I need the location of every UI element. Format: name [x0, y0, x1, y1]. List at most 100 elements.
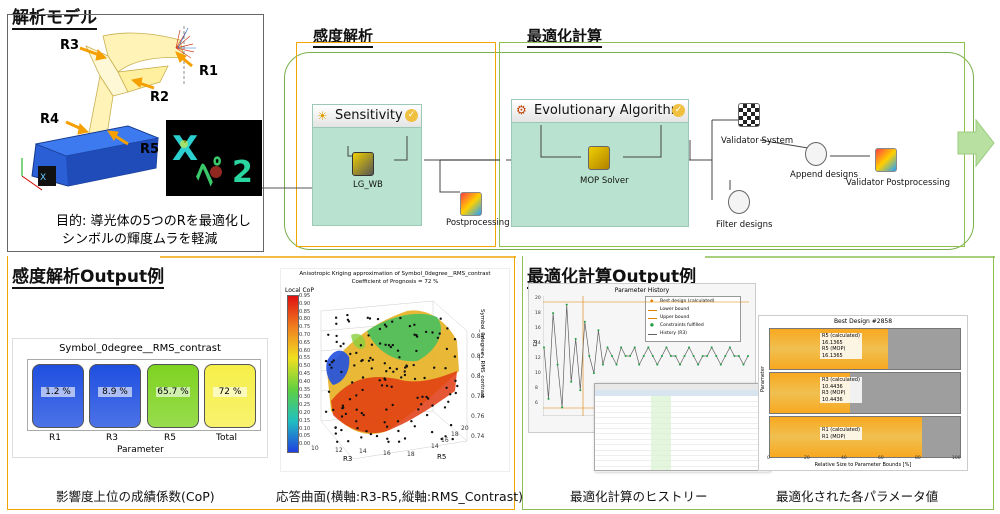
append-designs-node-icon[interactable]	[805, 142, 827, 166]
append-designs-label: Append designs	[790, 170, 858, 180]
scatter-point	[445, 386, 448, 389]
constraint-point	[679, 363, 681, 366]
best-design-label: R5 (MOP)	[822, 346, 846, 352]
history-title: Parameter History	[614, 287, 670, 294]
table-row	[595, 423, 769, 429]
analysis-model-panel	[7, 14, 264, 252]
postprocessing-node-icon[interactable]	[460, 192, 482, 216]
ea-inner-links	[540, 125, 662, 158]
surface-y-label: R5	[437, 453, 447, 461]
scatter-point	[386, 437, 389, 440]
scatter-point	[347, 440, 350, 443]
title-optimization: 最適化計算	[527, 27, 603, 48]
filter-designs-node-icon[interactable]	[728, 190, 750, 214]
scatter-point	[349, 352, 352, 356]
validator-system-node-icon[interactable]	[738, 103, 760, 127]
cop-bars: 1.2 % 8.9 % 65.7 % 72 %	[27, 359, 261, 431]
scatter-point	[369, 432, 373, 436]
scatter-point	[445, 347, 449, 351]
purpose-line-1: 目的: 導光体の5つのRを最適化し	[56, 214, 251, 229]
colorbar-tick: 0.30	[299, 394, 311, 401]
scatter-point	[355, 420, 358, 423]
legend-marker-icon: ●	[650, 323, 654, 328]
evolutionary-algorithm-container[interactable]: ⚙ Evolutionary Algorithm ✓	[511, 99, 689, 227]
scatter-point	[427, 397, 430, 400]
scatter-point	[353, 364, 356, 367]
cop-xtick: R5	[164, 433, 176, 443]
scatter-point	[416, 396, 419, 399]
lg-wb-node-icon[interactable]	[352, 152, 374, 176]
svg-text:2: 2	[232, 155, 253, 190]
best-design-bar: R1 (calculated)R1 (MOP)	[769, 416, 961, 458]
history-y-tick: 12	[535, 356, 541, 361]
scatter-point	[385, 408, 388, 411]
scatter-point	[404, 366, 407, 369]
best-design-label: 16.1365	[822, 352, 843, 359]
constraint-point	[688, 346, 691, 349]
scatter-point	[362, 413, 365, 417]
scatter-point	[330, 366, 333, 369]
validator-post-node-icon[interactable]	[875, 148, 897, 172]
x-tick: 18	[407, 451, 415, 458]
scatter-point	[454, 379, 457, 382]
colorbar-tick: 0.00	[299, 441, 311, 448]
optimization-output-panel	[522, 256, 994, 510]
scatter-point	[378, 327, 382, 331]
scatter-point	[423, 376, 426, 380]
table-row	[595, 418, 769, 424]
cop-bar-value: 1.2 %	[41, 387, 75, 397]
scatter-point	[397, 440, 401, 443]
colorbar-tick: 0.95	[299, 293, 311, 299]
cop-chart-title: Symbol_0degree__RMS_contrast	[59, 343, 221, 354]
constraint-point	[701, 355, 704, 357]
table-row	[595, 445, 769, 451]
cop-bar: 72 %	[204, 364, 256, 428]
scatter-point	[398, 356, 401, 359]
y-tick: 14	[431, 443, 439, 450]
constraint-point	[715, 355, 718, 357]
scatter-point	[361, 376, 365, 379]
scatter-point	[370, 367, 373, 370]
colorbar-tick: 0.20	[299, 410, 311, 416]
scatter-point	[370, 343, 374, 346]
y-tick: 16	[441, 437, 449, 444]
best-design-label: R5 (calculated)	[822, 333, 860, 339]
best-design-title: Best Design #2858	[833, 318, 893, 325]
status-check-icon: ✓	[405, 109, 418, 122]
colorbar-tick: 0.75	[299, 324, 311, 331]
scatter-point	[339, 345, 342, 348]
cop-xtick: R3	[106, 433, 118, 443]
constraint-point	[601, 363, 604, 366]
mop-solver-node-icon[interactable]	[588, 146, 610, 170]
scatter-point	[385, 325, 388, 328]
constraint-point	[733, 355, 736, 357]
constraint-point	[633, 346, 636, 349]
best-design-x-tick: 80	[915, 456, 921, 461]
constraint-point	[583, 320, 586, 323]
cop-xtick: Total	[216, 433, 238, 443]
scatter-point	[355, 394, 358, 397]
history-y-tick: 20	[535, 296, 541, 301]
scatter-point	[391, 403, 394, 407]
label-r5: R5	[140, 142, 160, 157]
z-tick: 0.74	[471, 433, 485, 440]
table-row	[595, 407, 769, 413]
scatter-point	[410, 420, 413, 423]
table-row	[595, 450, 769, 456]
colorbar-tick: 0.10	[299, 425, 311, 432]
sensitivity-inner-links	[347, 136, 408, 161]
best-design-labels: R1 (calculated)R1 (MOP)	[820, 427, 862, 440]
mop-solver-label: MOP Solver	[580, 176, 629, 186]
flow-arrow-icon	[957, 118, 995, 168]
constraint-point	[574, 337, 577, 340]
best-design-label: 16.1365	[822, 339, 843, 346]
scatter-point	[369, 356, 372, 360]
scatter-point	[375, 434, 379, 438]
colorbar-tick: 0.40	[299, 378, 311, 385]
scatter-point	[403, 370, 406, 373]
postprocessing-label: Postprocessing	[446, 218, 510, 228]
table-row	[595, 461, 769, 467]
surface-z-label: Symbol_0degree__RMS_contrast	[479, 309, 485, 399]
svg-text:X: X	[172, 129, 198, 169]
